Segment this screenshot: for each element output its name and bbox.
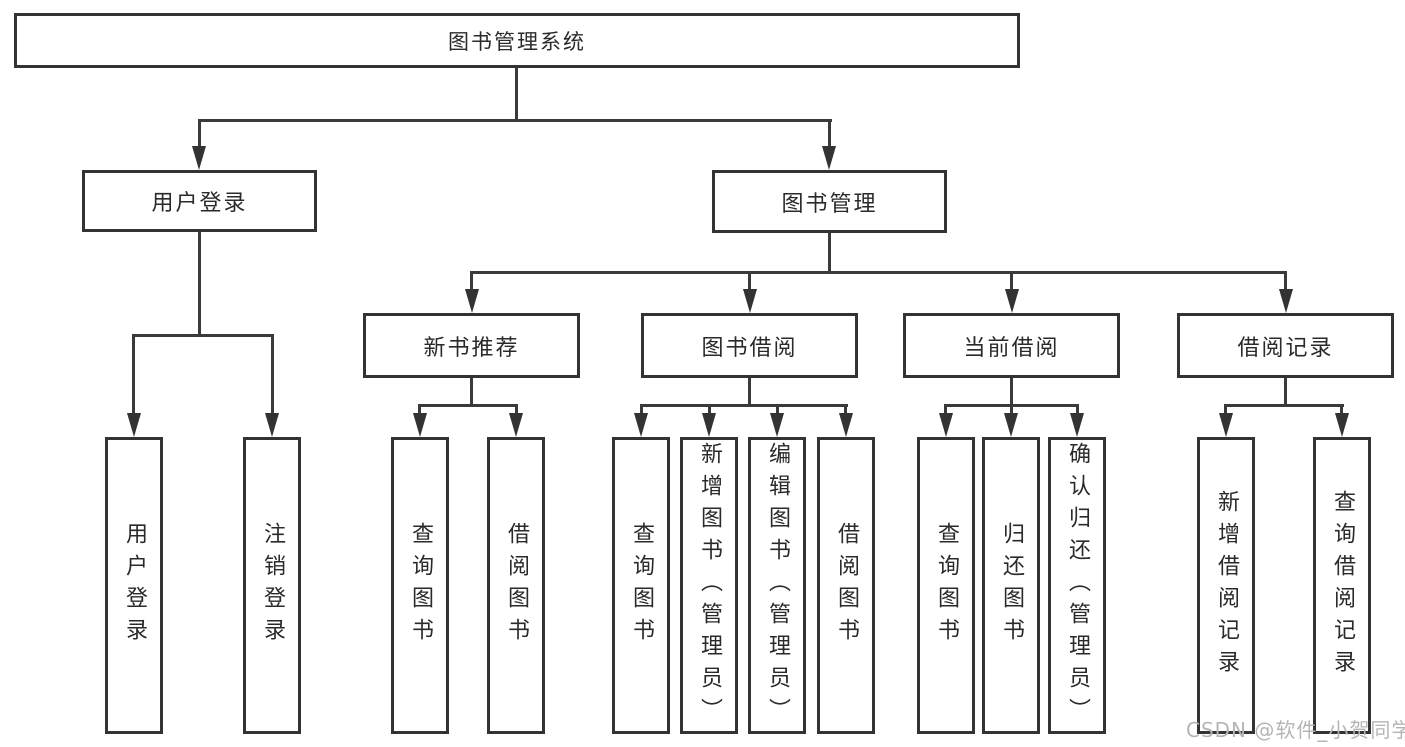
leaf-confirm-return-admin-label: 确认归还（管理员） <box>1065 441 1090 730</box>
arrow-down-icon <box>839 413 853 437</box>
leaf-query-books-current: 查询图书 <box>917 437 975 734</box>
watermark-text: CSDN @软件_小贺同学 <box>1186 718 1405 742</box>
arrow-down-icon <box>1279 289 1293 313</box>
connector-level3-drop <box>748 271 751 293</box>
connector-level3-drop <box>1284 271 1287 293</box>
node-new-book-recommend: 新书推荐 <box>363 313 580 378</box>
connector-book-mgmt-stem <box>828 233 831 274</box>
connector-branch <box>1224 404 1344 407</box>
connector-user-login-drop <box>198 119 201 159</box>
leaf-return-book-label: 归还图书 <box>999 521 1024 650</box>
node-borrow-records-label: 借阅记录 <box>1237 335 1334 361</box>
node-book-management: 图书管理 <box>712 170 947 233</box>
arrow-down-icon <box>743 289 757 313</box>
arrow-down-icon <box>939 413 953 437</box>
node-current-borrow: 当前借阅 <box>903 313 1120 378</box>
connector-branch <box>640 404 848 407</box>
arrow-down-icon <box>770 413 784 437</box>
arrow-down-icon <box>465 289 479 313</box>
node-book-management-label: 图书管理 <box>781 191 878 217</box>
leaf-borrow-books-recommend-label: 借阅图书 <box>504 521 529 650</box>
arrow-down-icon <box>634 413 648 437</box>
connector-level3-drop <box>1010 271 1013 293</box>
connector-root-stem <box>515 68 518 122</box>
node-user-login: 用户登录 <box>82 170 317 232</box>
leaf-query-books-recommend: 查询图书 <box>391 437 449 734</box>
connector-user-login-stem <box>198 232 201 337</box>
leaf-user-login: 用户登录 <box>105 437 163 734</box>
leaf-query-books-recommend-label: 查询图书 <box>408 521 433 650</box>
node-user-login-label: 用户登录 <box>151 191 248 216</box>
connector-leaf-drop <box>515 404 518 418</box>
leaf-logout-label: 注销登录 <box>260 521 285 650</box>
arrow-down-icon <box>822 146 836 170</box>
connector-book-mgmt-drop <box>828 119 831 159</box>
leaf-query-borrow-record-label: 查询借阅记录 <box>1330 489 1355 682</box>
arrow-down-icon <box>1005 289 1019 313</box>
arrow-down-icon <box>1335 413 1349 437</box>
connector-leaf-drop <box>1340 404 1343 418</box>
leaf-add-borrow-record: 新增借阅记录 <box>1197 437 1255 734</box>
leaf-borrow-books-2-label: 借阅图书 <box>834 521 859 650</box>
arrow-down-icon <box>265 413 279 437</box>
connector-leaf-drop <box>1224 404 1227 418</box>
connector-branch <box>418 404 518 407</box>
leaf-borrow-books-2: 借阅图书 <box>817 437 875 734</box>
leaf-logout: 注销登录 <box>243 437 301 734</box>
connector-leaf-drop <box>132 334 135 416</box>
connector-stem <box>1284 378 1287 407</box>
leaf-query-borrow-record: 查询借阅记录 <box>1313 437 1371 734</box>
arrow-down-icon <box>192 146 206 170</box>
node-borrow-records: 借阅记录 <box>1177 313 1394 378</box>
leaf-query-books-borrow: 查询图书 <box>612 437 670 734</box>
connector-user-login-branch <box>132 334 273 337</box>
node-book-borrow: 图书借阅 <box>641 313 858 378</box>
leaf-edit-book-admin-label: 编辑图书（管理员） <box>765 441 790 730</box>
leaf-add-book-admin: 新增图书（管理员） <box>680 437 738 734</box>
leaf-borrow-books-recommend: 借阅图书 <box>487 437 545 734</box>
leaf-edit-book-admin: 编辑图书（管理员） <box>748 437 806 734</box>
node-new-book-recommend-label: 新书推荐 <box>423 335 520 361</box>
connector-leaf-drop <box>418 404 421 418</box>
node-root: 图书管理系统 <box>14 13 1020 68</box>
leaf-query-books-current-label: 查询图书 <box>934 521 959 650</box>
leaf-add-book-admin-label: 新增图书（管理员） <box>697 441 722 730</box>
arrow-down-icon <box>702 413 716 437</box>
connector-leaf-drop <box>1010 404 1013 418</box>
connector-leaf-drop <box>844 404 847 418</box>
arrow-down-icon <box>413 413 427 437</box>
connector-leaf-drop <box>944 404 947 418</box>
leaf-add-borrow-record-label: 新增借阅记录 <box>1214 489 1239 682</box>
node-current-borrow-label: 当前借阅 <box>963 335 1060 361</box>
connector-level3-drop <box>470 271 473 293</box>
connector-leaf-drop <box>1076 404 1079 418</box>
arrow-down-icon <box>509 413 523 437</box>
arrow-down-icon <box>1219 413 1233 437</box>
connector-leaf-drop <box>776 404 779 418</box>
leaf-return-book: 归还图书 <box>982 437 1040 734</box>
connector-stem <box>1010 378 1013 407</box>
connector-leaf-drop <box>271 334 274 416</box>
connector-level3-branch <box>470 271 1287 274</box>
arrow-down-icon <box>127 413 141 437</box>
leaf-user-login-label: 用户登录 <box>122 521 147 650</box>
connector-leaf-drop <box>708 404 711 418</box>
leaf-query-books-borrow-label: 查询图书 <box>629 521 654 650</box>
connector-stem <box>748 378 751 407</box>
connector-leaf-drop <box>640 404 643 418</box>
connector-stem <box>470 378 473 407</box>
node-book-borrow-label: 图书借阅 <box>701 335 798 361</box>
arrow-down-icon <box>1070 413 1084 437</box>
connector-level2-branch <box>198 119 832 122</box>
node-root-label: 图书管理系统 <box>448 29 586 54</box>
leaf-confirm-return-admin: 确认归还（管理员） <box>1048 437 1106 734</box>
arrow-down-icon <box>1004 413 1018 437</box>
